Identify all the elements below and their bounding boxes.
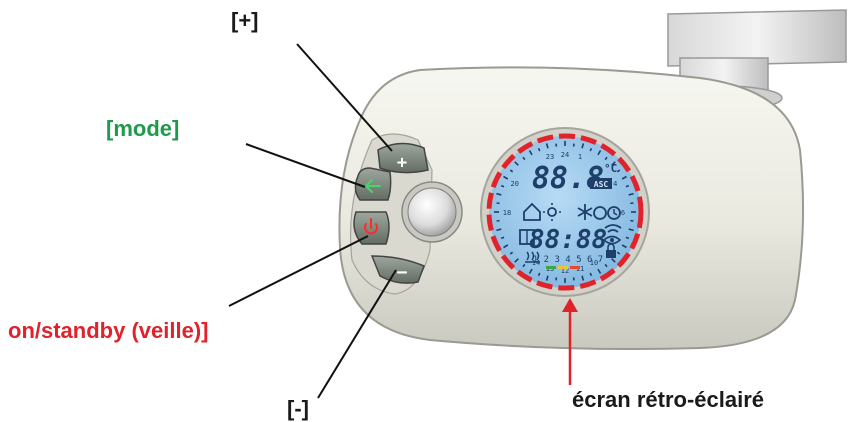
dial-tick bbox=[539, 148, 540, 151]
dial-tick bbox=[501, 186, 504, 187]
plus-symbol: + bbox=[397, 153, 407, 173]
dial-number: 6 bbox=[621, 209, 625, 217]
dial-number: 4 bbox=[613, 180, 617, 188]
mode-button[interactable] bbox=[355, 168, 390, 200]
level-bar bbox=[546, 266, 580, 269]
dial-tick bbox=[501, 237, 504, 238]
time-digits: 88:88 bbox=[529, 225, 607, 255]
label-minus: [-] bbox=[287, 396, 309, 422]
label-screen: écran rétro-éclairé bbox=[572, 387, 764, 413]
label-mode: [mode] bbox=[106, 116, 179, 142]
dial-number: 18 bbox=[503, 209, 511, 217]
dial-tick bbox=[626, 186, 629, 187]
day-numbers: 1 2 3 4 5 6 7 bbox=[533, 255, 603, 265]
dial-number: 1 bbox=[578, 153, 582, 161]
power-button[interactable] bbox=[354, 212, 389, 244]
dial-tick bbox=[590, 148, 591, 151]
presence-sensor bbox=[402, 182, 462, 242]
asc-badge: ASC bbox=[594, 180, 609, 189]
label-plus: [+] bbox=[231, 8, 259, 34]
dial-tick bbox=[590, 273, 591, 276]
minus-symbol: − bbox=[397, 262, 408, 283]
label-on-standby: on/standby (veille)] bbox=[8, 318, 208, 344]
plus-button[interactable]: + bbox=[378, 143, 428, 173]
dial-number: 20 bbox=[511, 180, 519, 188]
dial-tick bbox=[539, 273, 540, 276]
dial-number: 24 bbox=[561, 151, 569, 159]
dial-number: 23 bbox=[546, 153, 554, 161]
dial-tick bbox=[626, 237, 629, 238]
unit-label: °C bbox=[604, 162, 617, 175]
